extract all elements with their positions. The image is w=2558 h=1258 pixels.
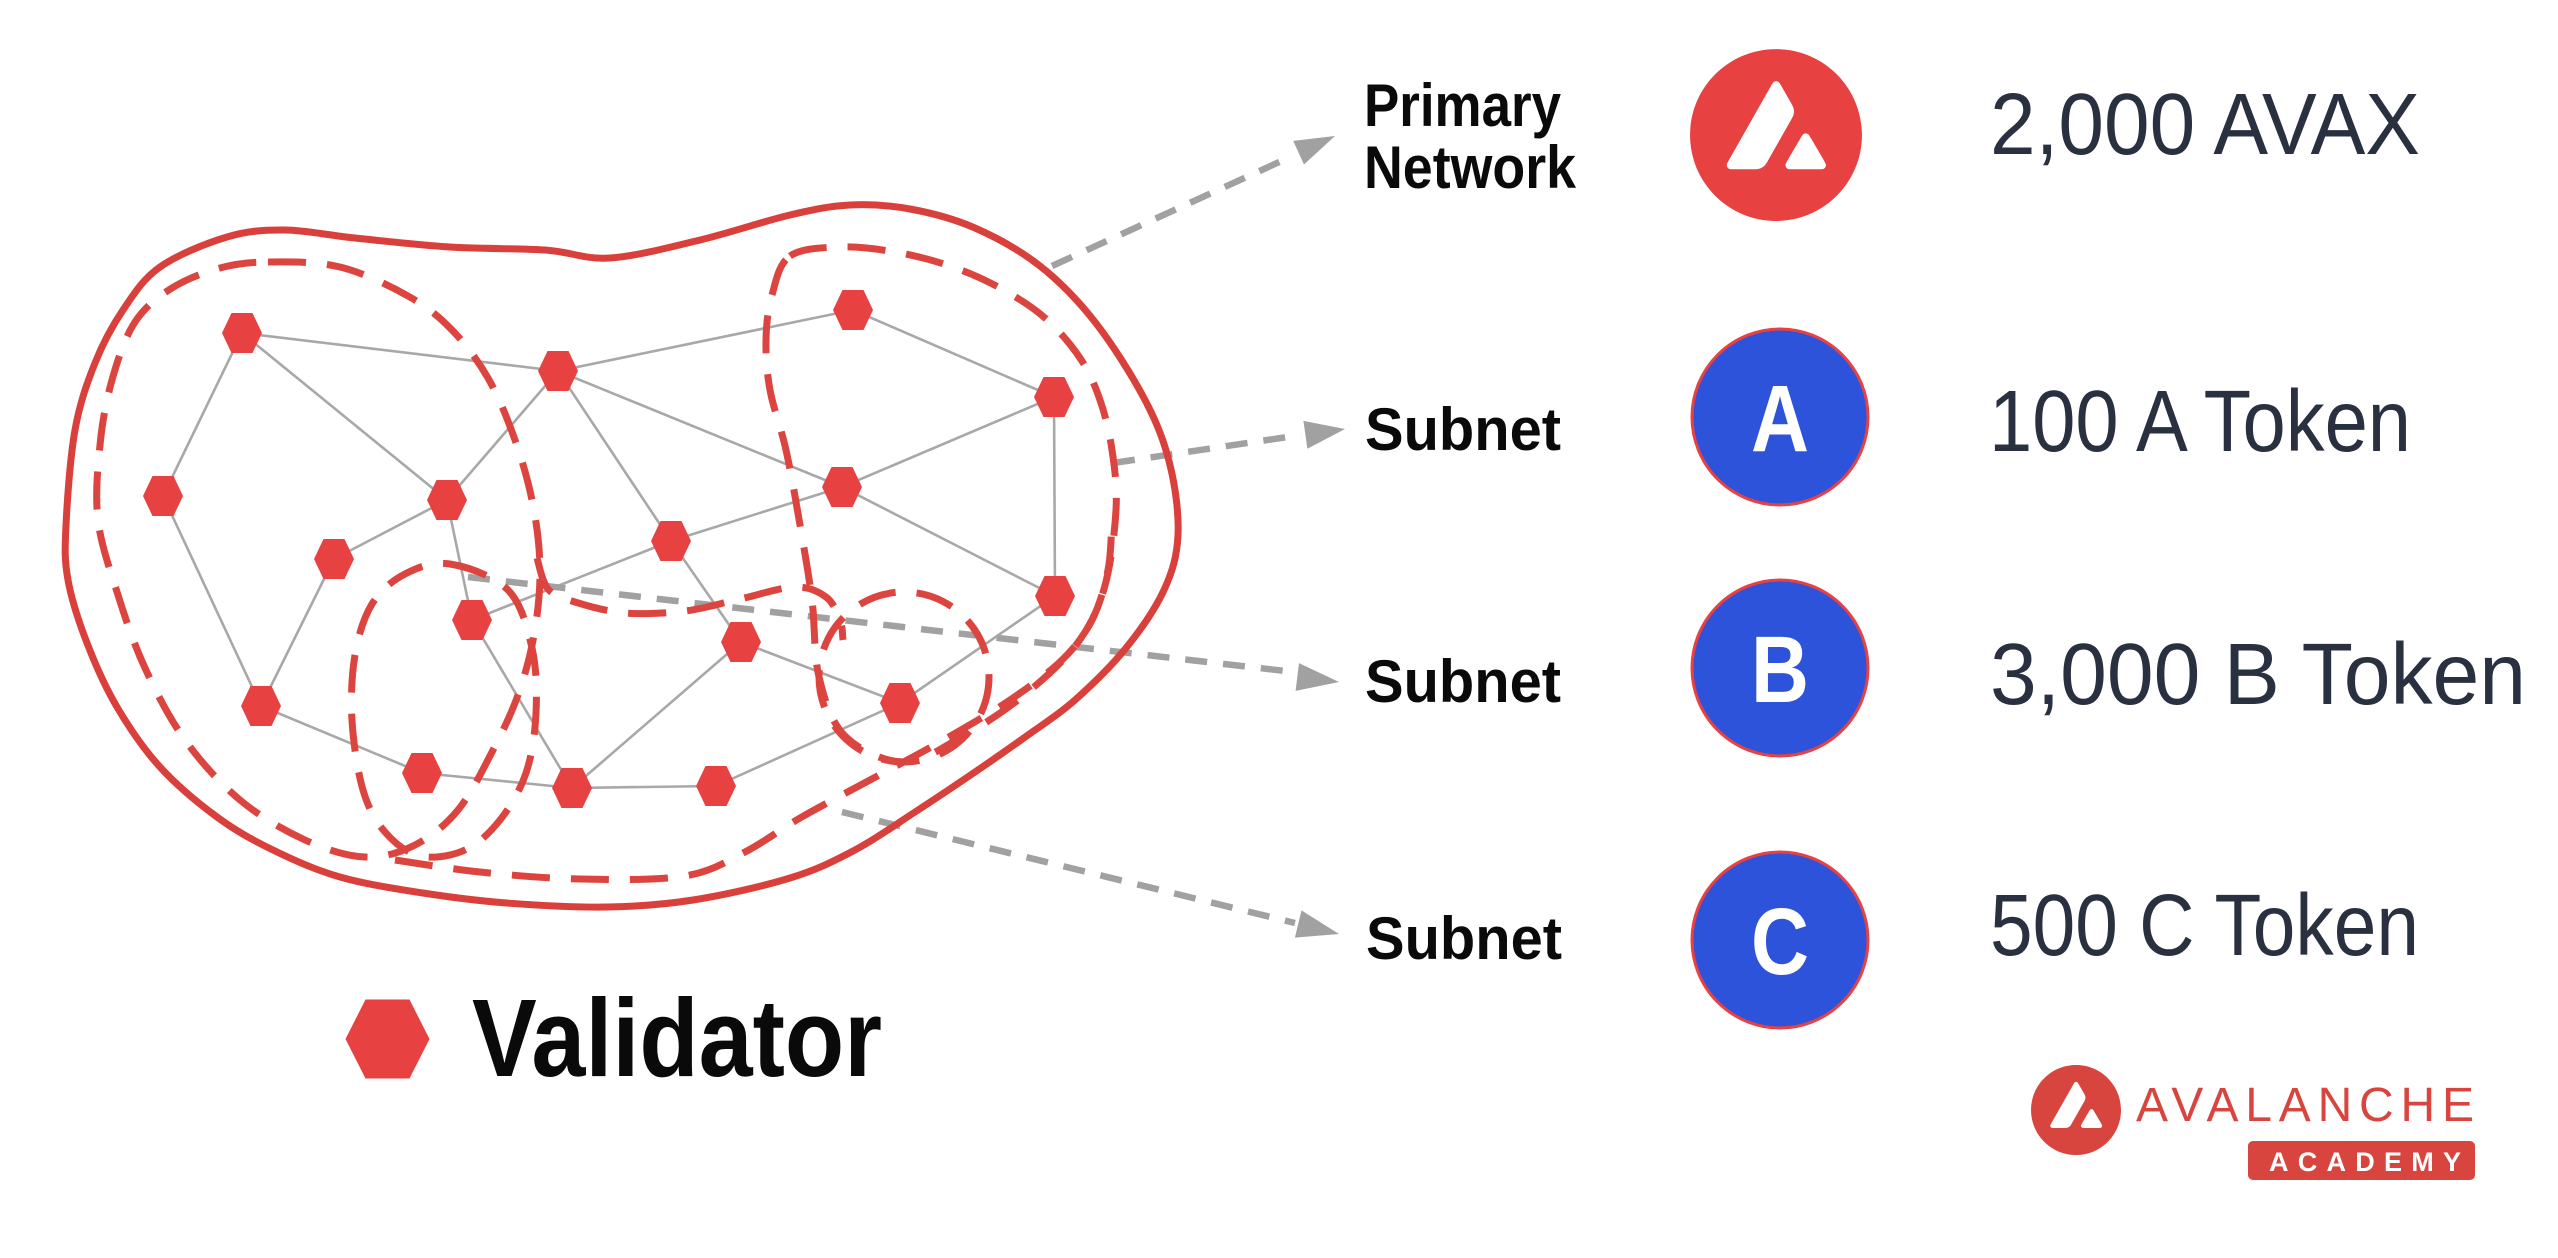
svg-text:Subnet: Subnet <box>1366 905 1562 972</box>
svg-text:Network: Network <box>1364 134 1577 201</box>
svg-text:B: B <box>1751 617 1809 723</box>
svg-text:C: C <box>1751 889 1809 995</box>
svg-text:A: A <box>1751 366 1809 472</box>
svg-text:ACADEMY: ACADEMY <box>2269 1147 2461 1177</box>
svg-text:AVALANCHE: AVALANCHE <box>2136 1079 2474 1132</box>
svg-text:Subnet: Subnet <box>1365 396 1561 463</box>
svg-text:2,000 AVAX: 2,000 AVAX <box>1990 76 2420 173</box>
svg-text:Subnet: Subnet <box>1365 648 1561 715</box>
svg-text:3,000 B Token: 3,000 B Token <box>1990 626 2526 723</box>
svg-text:500 C Token: 500 C Token <box>1990 877 2419 974</box>
svg-text:Primary: Primary <box>1364 72 1562 139</box>
svg-text:Validator: Validator <box>472 977 882 1100</box>
svg-text:100 A Token: 100 A Token <box>1989 373 2411 470</box>
